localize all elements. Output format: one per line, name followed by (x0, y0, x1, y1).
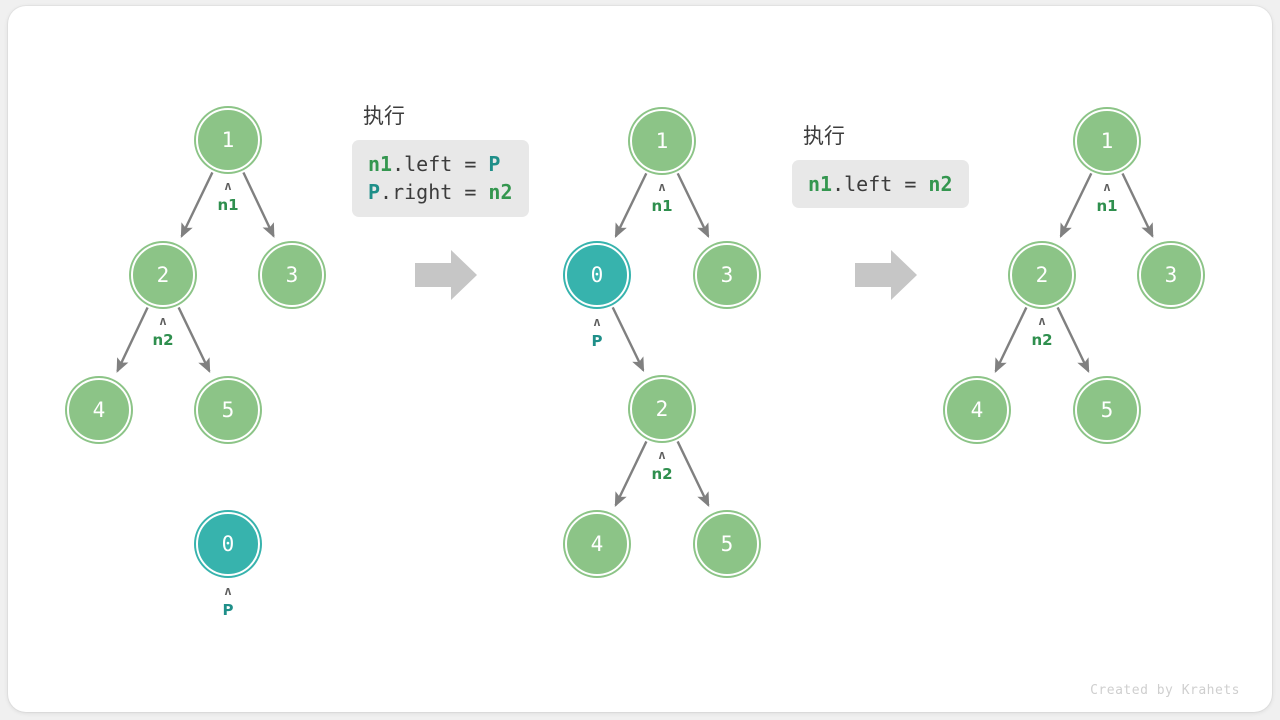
caret-up-icon: ʌ (224, 584, 232, 598)
pointer-label-text: P (222, 601, 234, 619)
pointer-label-text: n1 (217, 196, 239, 214)
tree-node-value: 2 (1035, 262, 1049, 287)
tree-node-2[interactable]: 2 (131, 243, 195, 307)
tree-node-3[interactable]: 3 (260, 243, 324, 307)
tree-node-value: 0 (590, 262, 604, 287)
code-line: n1.left = n2 (808, 170, 953, 198)
pointer-label-n1: ʌ n1 (1096, 181, 1117, 214)
tree-node-3[interactable]: 3 (1139, 243, 1203, 307)
pointer-label-text: n1 (1096, 197, 1118, 215)
tree-node-0[interactable]: 0 (565, 243, 629, 307)
caret-up-icon: ʌ (224, 179, 232, 193)
pointer-label-text: P (591, 332, 603, 350)
tree-node-value: 2 (156, 262, 170, 287)
code-token: n2 (928, 172, 953, 196)
pointer-label-n1: ʌ n1 (217, 180, 238, 213)
tree-node-value: 1 (221, 127, 235, 152)
tree-node-value: 4 (970, 397, 984, 422)
code-line: P.right = n2 (368, 178, 513, 206)
code-token: n1 (368, 152, 393, 176)
tree-node-1[interactable]: 1 (196, 108, 260, 172)
pointer-label-text: n1 (651, 197, 673, 215)
caret-up-icon: ʌ (658, 448, 666, 462)
pointer-label-text: n2 (1031, 331, 1053, 349)
tree-node-value: 3 (720, 262, 734, 287)
tree-node-1[interactable]: 1 (630, 109, 694, 173)
pointer-label-n2: ʌ n2 (651, 449, 672, 482)
caret-up-icon: ʌ (1038, 314, 1046, 328)
tree-node-5[interactable]: 5 (1075, 378, 1139, 442)
tree-node-5[interactable]: 5 (695, 512, 759, 576)
tree-node-value: 0 (221, 531, 235, 556)
code-token: n2 (488, 180, 513, 205)
code-block: n1.left = n2 (792, 160, 969, 209)
step-caption: 执行 (803, 124, 845, 148)
code-token: .left = (832, 172, 929, 196)
tree-node-2[interactable]: 2 (630, 377, 694, 441)
tree-node-value: 4 (590, 531, 604, 556)
tree-node-value: 3 (285, 262, 299, 287)
code-token: n1 (808, 172, 833, 196)
tree-node-4[interactable]: 4 (67, 378, 131, 442)
caret-up-icon: ʌ (593, 315, 601, 329)
tree-node-value: 5 (221, 397, 235, 422)
tree-node-value: 1 (655, 128, 669, 153)
caret-up-icon: ʌ (159, 314, 167, 328)
pointer-label-n1: ʌ n1 (651, 181, 672, 214)
tree-node-5[interactable]: 5 (196, 378, 260, 442)
credit-footer: Created by Krahets (1090, 683, 1240, 698)
code-token: .left = (392, 152, 489, 176)
tree-node-4[interactable]: 4 (565, 512, 629, 576)
code-line: n1.left = P (368, 150, 513, 178)
tree-node-value: 5 (720, 531, 734, 556)
pointer-label-n2: ʌ n2 (152, 315, 173, 348)
diagram-card (8, 6, 1272, 712)
pointer-label-n2: ʌ n2 (1031, 315, 1052, 348)
tree-node-0[interactable]: 0 (196, 512, 260, 576)
step-caption: 执行 (363, 104, 405, 128)
pointer-label-text: n2 (152, 331, 174, 349)
tree-node-value: 3 (1164, 262, 1178, 287)
code-token: P (488, 152, 501, 176)
tree-node-value: 2 (655, 396, 669, 421)
caret-up-icon: ʌ (658, 180, 666, 194)
pointer-label-text: n2 (651, 465, 673, 483)
code-token: .right = (380, 180, 489, 205)
tree-node-value: 5 (1100, 397, 1114, 422)
code-token: P (368, 180, 381, 205)
tree-node-value: 1 (1100, 128, 1114, 153)
tree-node-value: 4 (92, 397, 106, 422)
tree-node-1[interactable]: 1 (1075, 109, 1139, 173)
caret-up-icon: ʌ (1103, 180, 1111, 194)
tree-node-3[interactable]: 3 (695, 243, 759, 307)
tree-node-2[interactable]: 2 (1010, 243, 1074, 307)
tree-node-4[interactable]: 4 (945, 378, 1009, 442)
